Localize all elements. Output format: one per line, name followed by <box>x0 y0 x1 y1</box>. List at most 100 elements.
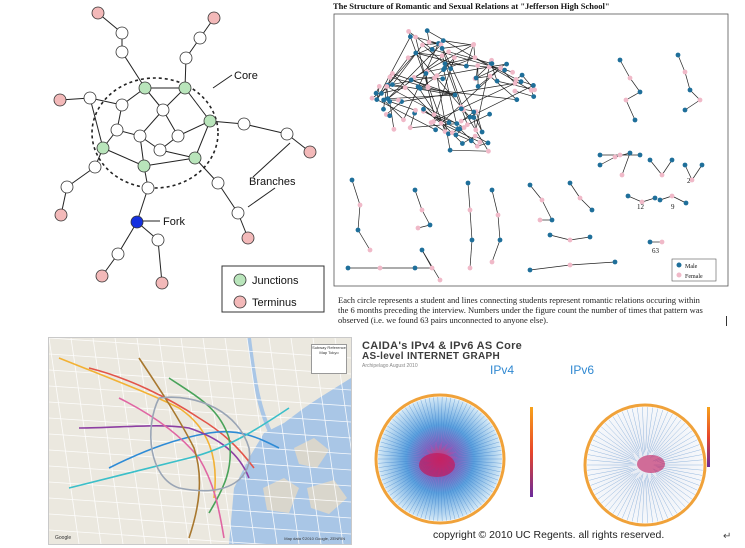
branch-node <box>153 143 167 157</box>
relation-edge <box>467 182 471 211</box>
student-node <box>440 76 446 82</box>
graph-ray <box>654 426 689 457</box>
graph-ray <box>443 399 460 447</box>
relation-edge <box>414 77 443 80</box>
graph-ray <box>656 430 693 457</box>
student-node <box>373 90 379 96</box>
graph-ray <box>441 397 447 442</box>
ipv6-circle-graph <box>583 403 707 527</box>
student-node <box>438 42 444 47</box>
caida-title: CAIDA's IPv4 & IPv6 AS Core <box>362 340 523 352</box>
graph-ray <box>448 422 491 453</box>
map-street <box>49 338 351 359</box>
graph-ray <box>601 426 635 456</box>
graph-ray <box>645 407 648 451</box>
student-node <box>589 207 595 213</box>
branch-node <box>115 98 129 112</box>
relation-edge <box>415 52 443 57</box>
graph-ray <box>428 397 439 450</box>
relation-edge <box>415 36 439 44</box>
student-node <box>426 39 432 45</box>
student-node <box>472 133 478 139</box>
branches-pointer-b <box>247 187 276 208</box>
student-node <box>381 97 387 103</box>
student-node <box>406 29 411 34</box>
student-node <box>423 71 429 76</box>
branch-node <box>156 103 170 117</box>
student-node <box>669 157 675 163</box>
student-node <box>487 73 493 79</box>
core-pointer <box>212 74 233 89</box>
network-structure-diagram: Core Branches Fork Junctions Terminus <box>0 0 330 315</box>
subway-line <box>138 357 201 539</box>
student-node <box>514 97 520 103</box>
student-node <box>401 117 406 123</box>
map-street <box>49 433 351 455</box>
relation-edge <box>529 264 571 271</box>
relation-edge <box>415 52 462 108</box>
graph-ray <box>401 469 432 509</box>
relation-edge <box>629 77 641 93</box>
student-node <box>467 114 473 120</box>
relation-edge <box>491 239 501 263</box>
graph-ray <box>646 473 659 522</box>
relation-edge <box>423 110 458 130</box>
junction-node <box>96 141 110 155</box>
student-node <box>627 150 633 156</box>
female-swatch <box>676 272 682 278</box>
graph-ray <box>659 454 703 463</box>
graph-ray <box>589 468 633 481</box>
graph-ray <box>380 441 424 455</box>
student-node <box>547 232 553 238</box>
graph-ray <box>646 475 654 523</box>
relation-edge <box>684 71 691 91</box>
student-node <box>402 85 408 91</box>
tokyo-metro-map: Subway Reference Map Tokyo Google Map da… <box>48 337 352 545</box>
student-node <box>682 69 688 75</box>
branch-node <box>60 180 74 194</box>
pattern-count-12: 12 <box>637 203 645 211</box>
graph-ray <box>590 468 636 486</box>
graph-ray <box>395 470 428 503</box>
metro-legend-box: Subway Reference Map Tokyo <box>311 344 347 374</box>
map-attribution: Map data ©2010 Google, ZENRIN <box>284 536 345 541</box>
relation-edge <box>357 204 361 231</box>
diagram-edge <box>102 147 145 167</box>
student-node <box>512 88 518 94</box>
student-node <box>412 265 418 271</box>
graph-ray <box>401 409 431 448</box>
branch-node <box>88 160 102 174</box>
student-node <box>390 71 395 76</box>
student-node <box>457 126 463 132</box>
graph-ray <box>447 466 485 503</box>
student-node <box>438 120 444 126</box>
student-node <box>527 267 533 273</box>
relation-edge <box>386 101 402 115</box>
graph-ray <box>378 454 429 459</box>
student-node <box>617 152 623 158</box>
diagram-legend: Junctions Terminus <box>221 265 325 313</box>
relation-edge <box>661 159 673 176</box>
graph-ray <box>654 470 695 495</box>
jefferson-svg: The Structure of Romantic and Sexual Rel… <box>333 1 729 287</box>
graph-ray <box>650 476 673 517</box>
student-node <box>475 84 481 89</box>
student-node <box>527 182 533 188</box>
student-node <box>675 52 681 58</box>
student-node <box>474 143 480 149</box>
branch-node <box>237 117 251 131</box>
student-node <box>374 97 380 102</box>
relation-edge <box>541 199 553 221</box>
relation-edge <box>649 159 663 176</box>
student-node <box>413 107 418 113</box>
graph-ray <box>455 433 497 453</box>
graph-ray <box>416 401 436 447</box>
student-node <box>531 83 536 88</box>
relation-edge <box>684 164 693 181</box>
graph-ray <box>433 397 440 448</box>
ipv6-core <box>637 455 665 473</box>
student-node <box>376 84 382 89</box>
graph-ray <box>590 444 630 460</box>
branch-node <box>171 129 185 143</box>
student-node <box>623 97 629 103</box>
